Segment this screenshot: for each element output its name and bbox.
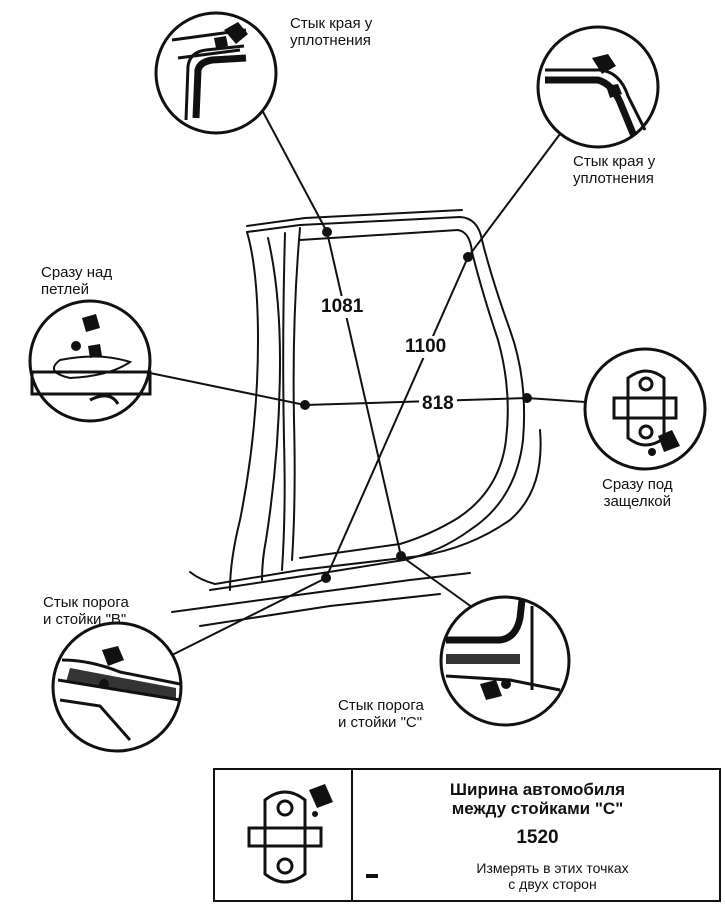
callout-detail-hinge [28, 299, 152, 423]
label-line: защелкой [603, 493, 672, 510]
roof-rail [246, 209, 463, 227]
label-seal-edge-top-left: Стык края у уплотнения [290, 15, 372, 49]
legend-note-line: с двух сторон [508, 876, 597, 892]
label-below-latch: Сразу под защелкой [602, 476, 673, 510]
label-line: Стык порога [338, 697, 424, 714]
measure-point [396, 551, 406, 561]
legend-title: Ширина автомобиля между стойками "C" [365, 780, 710, 818]
callout-detail-sill-b [51, 621, 183, 753]
label-line: и стойки "C" [338, 714, 423, 731]
latch-plate-icon [247, 784, 333, 884]
door-frame-outer [209, 216, 526, 591]
label-sill-pillar-c: Стык порога и стойки "C" [338, 697, 424, 731]
leader-latch [526, 397, 586, 403]
leader-sill-b [161, 577, 327, 661]
dimension-1081: 1081 [318, 296, 367, 318]
measure-point [463, 252, 473, 262]
label-line: Стык края у [290, 15, 373, 32]
legend-box: Ширина автомобиля между стойками "C" 152… [213, 768, 721, 902]
label-seal-edge-top-right: Стык края у уплотнения [573, 153, 655, 187]
legend-value: 1520 [516, 827, 559, 848]
dimension-1100: 1100 [402, 336, 450, 358]
leader-hinge [149, 372, 306, 406]
legend-divider [351, 770, 353, 900]
callout-detail-top-left [154, 11, 278, 135]
label-line: Сразу под [602, 476, 673, 493]
measure-point [522, 393, 532, 403]
leader-top-left [261, 109, 328, 233]
label-above-hinge: Сразу над петлей [41, 264, 112, 298]
measure-point [300, 400, 310, 410]
legend-note-line: Измерять в этих точках [476, 860, 629, 876]
callout-detail-latch [583, 347, 707, 471]
dimension-818: 818 [419, 393, 457, 415]
label-line: Стык порога [43, 594, 129, 611]
label-line: уплотнения [290, 32, 371, 49]
label-sill-pillar-b: Стык порога и стойки "B" [43, 594, 129, 628]
label-line: и стойки "B" [43, 611, 127, 628]
measure-point [321, 573, 331, 583]
legend-note: Измерять в этих точках с двух сторон [395, 860, 710, 892]
measure-line-818 [304, 397, 528, 406]
measure-line-1100 [325, 256, 469, 579]
leader-top-right [467, 129, 564, 258]
measure-point [322, 227, 332, 237]
callout-detail-sill-c [439, 595, 571, 727]
leader-sill-c [400, 555, 477, 611]
label-line: уплотнения [573, 170, 654, 187]
measure-point-marker [366, 874, 378, 878]
label-line: петлей [41, 281, 89, 298]
b-pillar [229, 231, 259, 591]
callout-detail-top-right [536, 25, 660, 149]
label-line: Стык края у [573, 153, 656, 170]
sill [189, 555, 421, 585]
door-frame-inner [299, 229, 509, 559]
legend-title-line: Ширина автомобиля [449, 780, 626, 799]
legend-title-line: между стойками "C" [451, 799, 624, 818]
measure-line-1081 [326, 231, 402, 557]
label-line: Сразу над [41, 264, 113, 281]
